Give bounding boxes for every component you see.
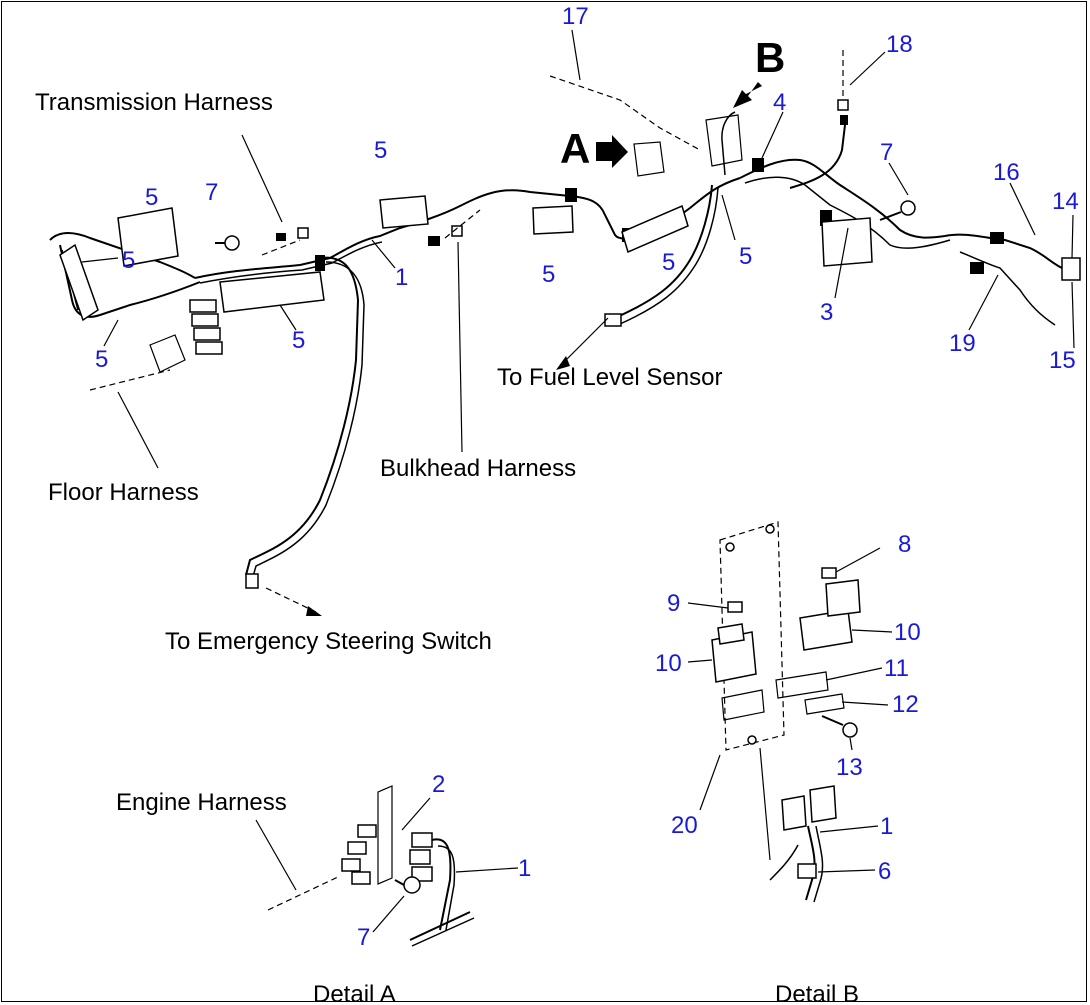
- part-number-1: 1: [518, 855, 531, 882]
- part-number-5: 5: [292, 327, 305, 354]
- part-number-5: 5: [95, 346, 108, 373]
- part-number-10: 10: [894, 619, 921, 646]
- part-number-10: 10: [655, 650, 682, 677]
- bulkhead-harness-label: Bulkhead Harness: [380, 455, 576, 482]
- part-number-5: 5: [145, 184, 158, 211]
- detail-a-label: Detail A: [313, 981, 396, 1005]
- harness-dashed-routes: [89, 50, 844, 391]
- floor-harness-label: Floor Harness: [48, 479, 199, 506]
- part-number-5: 5: [739, 243, 752, 270]
- emergency-steering-switch-label: To Emergency Steering Switch: [165, 628, 492, 655]
- leader-lines: [81, 29, 1075, 616]
- part-number-2: 2: [432, 771, 445, 798]
- callout-labels: Transmission Harness Floor Harness Bulkh…: [35, 34, 859, 1005]
- part-number-3: 3: [820, 299, 833, 326]
- part-number-8: 8: [898, 531, 911, 558]
- part-number-13: 13: [836, 754, 863, 781]
- part-number-7: 7: [357, 924, 370, 951]
- part-number-17: 17: [562, 3, 589, 30]
- part-number-4: 4: [773, 89, 786, 116]
- detail-b-drawing: [687, 521, 893, 903]
- fuel-level-sensor-label: To Fuel Level Sensor: [497, 364, 722, 391]
- transmission-harness-label: Transmission Harness: [35, 89, 273, 116]
- part-number-15: 15: [1049, 347, 1076, 374]
- part-number-9: 9: [667, 590, 680, 617]
- detail-a-marker: A: [560, 125, 590, 172]
- engine-harness-label: Engine Harness: [116, 789, 287, 816]
- part-number-7: 7: [880, 139, 893, 166]
- part-number-6: 6: [878, 858, 891, 885]
- part-number-1: 1: [880, 813, 893, 840]
- part-number-5: 5: [374, 137, 387, 164]
- part-number-labels: 5 7 5 5 5 5 1 5 5 5 17 4 7 18 16 14 3 19…: [95, 3, 1079, 951]
- detail-b-marker: B: [755, 34, 785, 81]
- part-number-20: 20: [671, 812, 698, 839]
- part-number-11: 11: [884, 655, 909, 682]
- part-number-18: 18: [886, 31, 913, 58]
- part-number-1: 1: [395, 264, 408, 291]
- part-number-7: 7: [205, 179, 218, 206]
- part-number-12: 12: [892, 691, 919, 718]
- part-number-5: 5: [662, 249, 675, 276]
- part-number-5: 5: [542, 261, 555, 288]
- main-harness-wiring: [49, 99, 1081, 589]
- part-number-19: 19: [949, 330, 976, 357]
- part-number-16: 16: [993, 159, 1020, 186]
- part-number-14: 14: [1052, 188, 1079, 215]
- detail-b-label: Detail B: [775, 981, 859, 1005]
- detail-a-drawing: [255, 785, 519, 947]
- part-number-5: 5: [122, 247, 135, 274]
